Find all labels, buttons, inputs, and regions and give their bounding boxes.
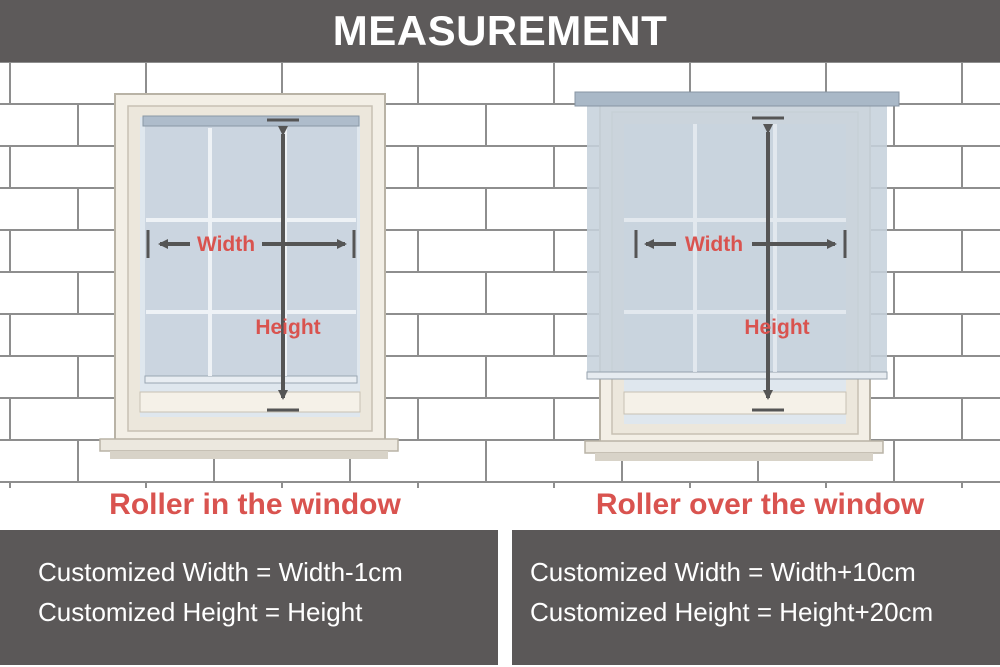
right-formula-box: Customized Width = Width+10cm Customized… [512,530,1000,665]
right-caption: Roller over the window [595,488,925,521]
right-width-label: Width [685,233,743,256]
left-roller-blind [145,120,357,382]
right-roller-tube [574,91,900,107]
left-window: Width Height [99,93,399,459]
left-formula-box: Customized Width = Width-1cm Customized … [0,530,498,665]
left-window-sill [99,438,399,452]
left-height-label: Height [255,316,320,339]
window-scene: Width Height Width Height [99,91,900,461]
left-width-label: Width [197,233,255,256]
right-width-formula: Customized Width = Width+10cm [530,557,916,587]
right-bottom-bar [586,371,888,380]
left-caption: Roller in the window [109,488,401,521]
page-title: MEASUREMENT [332,7,668,54]
left-height-formula: Customized Height = Height [38,597,363,627]
header-bar: MEASUREMENT [0,0,1000,62]
left-width-formula: Customized Width = Width-1cm [38,557,403,587]
right-height-label: Height [744,316,809,339]
left-roller-tube [142,115,360,127]
right-height-formula: Customized Height = Height+20cm [530,597,934,627]
right-window: Width Height [574,91,900,461]
right-window-sill [584,440,884,454]
left-bottom-bar [144,375,358,384]
